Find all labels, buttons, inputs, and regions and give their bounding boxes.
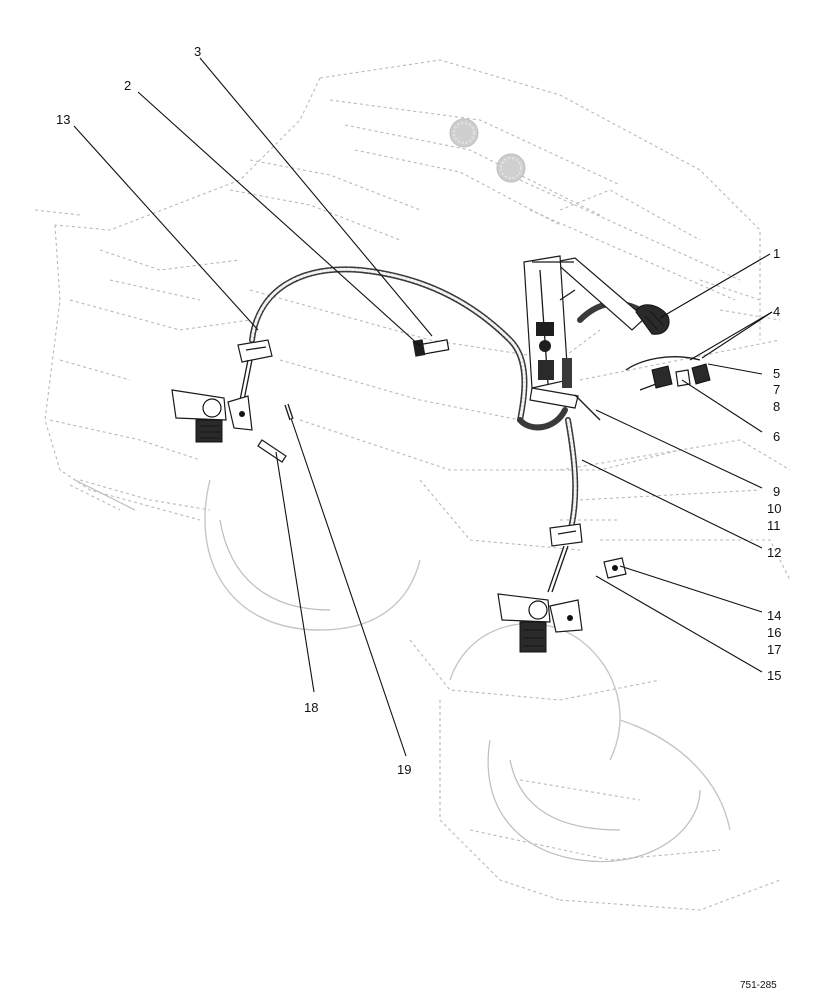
- cable-clamp: [549, 523, 583, 547]
- mounting-plate: [603, 557, 627, 579]
- callout-11: 11: [767, 518, 781, 533]
- cotter-pin: [284, 403, 294, 421]
- callout-labels: 3 2 13 1 4 5 7 8 6 9 10 11 12 14 16 17 1…: [56, 44, 781, 777]
- cable-clip: [237, 339, 273, 363]
- handbrake-handle: [553, 257, 670, 335]
- pin: [257, 439, 287, 463]
- left-brake-actuator: [171, 359, 253, 443]
- lever-bracket: [523, 255, 601, 421]
- callout-13: 13: [56, 112, 70, 127]
- figure-reference: 751-285: [740, 980, 777, 991]
- callout-3: 3: [194, 44, 201, 59]
- callout-1: 1: [773, 246, 780, 261]
- callout-9: 9: [773, 484, 780, 499]
- callout-14: 14: [767, 608, 781, 623]
- callout-4: 4: [773, 304, 780, 319]
- callout-6: 6: [773, 429, 780, 444]
- cable-clip-set: [625, 356, 711, 391]
- callout-2: 2: [124, 78, 131, 93]
- callout-17: 17: [767, 642, 781, 657]
- callout-19: 19: [397, 762, 411, 777]
- callout-12: 12: [767, 545, 781, 560]
- callout-18: 18: [304, 700, 318, 715]
- right-brake-actuator: [497, 545, 583, 653]
- bolt: [412, 339, 450, 357]
- callout-7: 7: [773, 382, 780, 397]
- callout-16: 16: [767, 625, 781, 640]
- tail-lamp: [449, 118, 526, 183]
- callout-15: 15: [767, 668, 781, 683]
- callout-5: 5: [773, 366, 780, 381]
- brake-cable: [249, 266, 643, 543]
- leader-lines: [73, 57, 773, 757]
- callout-8: 8: [773, 399, 780, 414]
- vehicle-body-outline: [34, 59, 791, 911]
- callout-10: 10: [767, 501, 781, 516]
